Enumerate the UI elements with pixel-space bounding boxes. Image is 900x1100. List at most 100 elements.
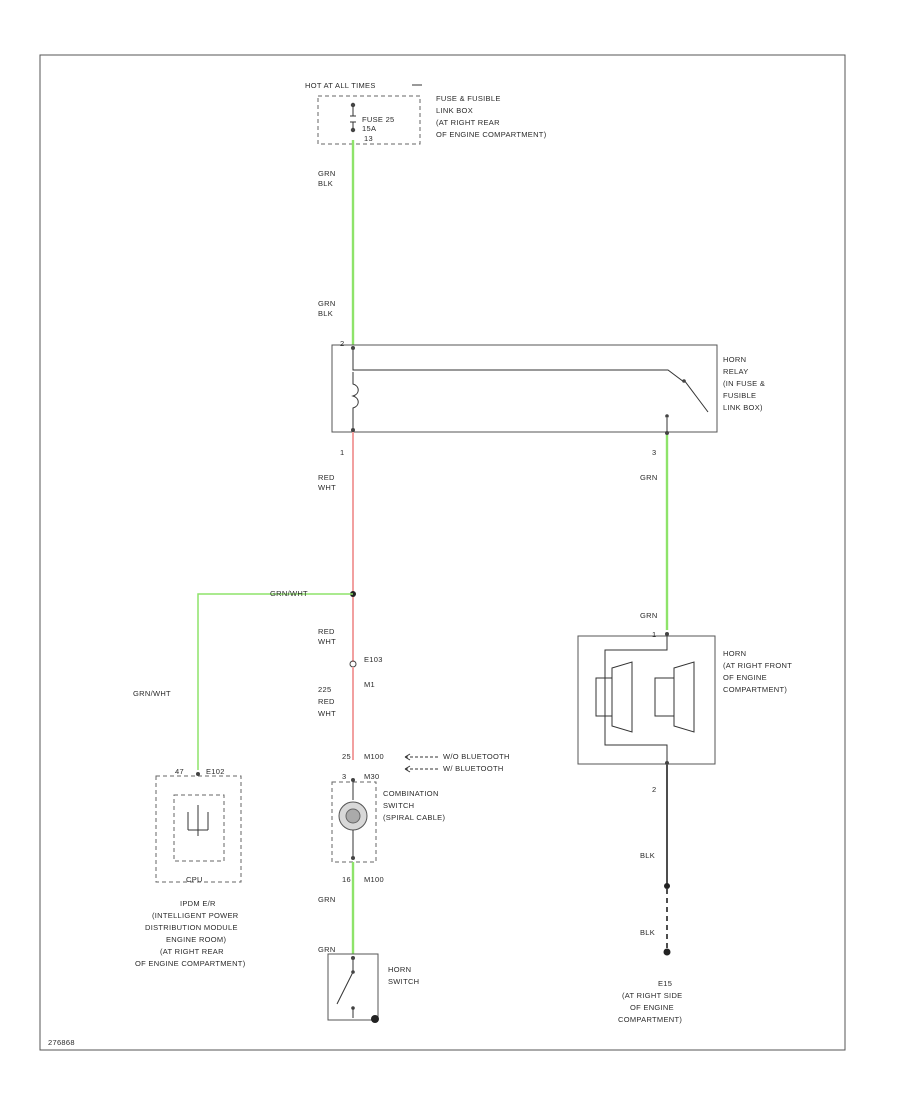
bt-without: W/O BLUETOOTH — [443, 752, 510, 761]
relay-label-5: LINK BOX) — [723, 403, 763, 412]
arrow-w-bt-head — [404, 765, 411, 773]
wire-label-red-1: RED — [318, 473, 335, 482]
fuse-amps: 15A — [362, 124, 376, 133]
fuse-bottom-terminal — [350, 127, 356, 133]
spiral-cable-core — [345, 808, 361, 824]
horn-relay-box — [331, 344, 718, 433]
ipdm-label-4: ENGINE ROOM) — [166, 935, 226, 944]
wire-label-grn-horn: GRN — [640, 611, 658, 620]
fusebox-loc-1: FUSE & FUSIBLE — [436, 94, 501, 103]
horn-switch-pivot — [351, 970, 355, 974]
horn-pin-2-terminal — [665, 761, 669, 765]
combo-terminal-top — [351, 778, 355, 782]
ground-joint — [664, 883, 670, 889]
combo-label-1: COMBINATION — [383, 789, 439, 798]
combo-label-2: SWITCH — [383, 801, 414, 810]
ipdm-terminal — [196, 772, 200, 776]
diagram-code: 276868 — [48, 1038, 75, 1047]
horn-label-4: COMPARTMENT) — [723, 685, 787, 694]
wire-label-grn-2: GRN — [318, 299, 336, 308]
ground-label-4: COMPARTMENT) — [618, 1015, 682, 1024]
bt-with: W/ BLUETOOTH — [443, 764, 504, 773]
wire-label-wht-1: WHT — [318, 483, 336, 492]
horn-speaker-1 — [611, 661, 633, 733]
horn-pin-1: 1 — [652, 630, 656, 639]
horn-switch-label-1: HORN — [388, 965, 411, 974]
fusebox-loc-3: (AT RIGHT REAR — [436, 118, 500, 127]
joint-m1: M1 — [364, 680, 375, 689]
horn-label-3: OF ENGINE — [723, 673, 767, 682]
ipdm-label-2: (INTELLIGENT POWER — [152, 911, 239, 920]
combo-pin-b: 3 — [342, 772, 346, 781]
horn-speaker-1-base — [595, 677, 613, 717]
fuse-symbol — [350, 107, 356, 130]
combo-pin-c: 16 — [342, 875, 351, 884]
combo-conn-b: M30 — [364, 772, 380, 781]
fuse-top-terminal — [350, 102, 356, 108]
ipdm-pin: 47 — [175, 767, 184, 776]
relay-contact — [665, 414, 669, 418]
ground-label-3: OF ENGINE — [630, 1003, 674, 1012]
relay-pin-1: 1 — [340, 448, 344, 457]
horn-speaker-2-base — [654, 677, 675, 717]
relay-coil — [351, 372, 359, 428]
ipdm-label-3: DISTRIBUTION MODULE — [145, 923, 238, 932]
ipdm-inner-box — [173, 794, 225, 862]
wire-label-blk-1: BLK — [318, 179, 333, 188]
wire-label-grn-wht-h: GRN/WHT — [270, 589, 308, 598]
wire-label-grn-wht-v: GRN/WHT — [133, 689, 171, 698]
relay-label-4: FUSIBLE — [723, 391, 756, 400]
horn-label-1: HORN — [723, 649, 746, 658]
ground-label-1: E15 — [658, 979, 672, 988]
fuse-pin: 13 — [364, 134, 373, 143]
joint-e103: E103 — [364, 655, 383, 664]
horn-internal-loop — [604, 636, 668, 762]
combination-switch-box — [331, 781, 377, 863]
ipdm-conn: E102 — [206, 767, 225, 776]
wire-label-blk-2: BLK — [640, 928, 655, 937]
wire-grn-wht — [197, 593, 353, 770]
horn-box — [577, 635, 716, 765]
relay-pin-1-terminal — [351, 428, 355, 432]
relay-label-2: RELAY — [723, 367, 749, 376]
fuse-box-outline — [317, 95, 421, 145]
relay-pin-2-terminal — [351, 346, 355, 350]
wire-label-red-2: RED — [318, 627, 335, 636]
ipdm-label-6: OF ENGINE COMPARTMENT) — [135, 959, 246, 968]
arrow-wo-bt-head — [404, 753, 411, 761]
horn-switch-box — [327, 953, 379, 1021]
fusebox-loc-4: OF ENGINE COMPARTMENT) — [436, 130, 547, 139]
ipdm-cpu-symbol — [187, 805, 209, 836]
horn-switch-top — [351, 956, 355, 960]
relay-pin-2: 2 — [340, 339, 344, 348]
wire-label-blk-2: BLK — [318, 309, 333, 318]
diagram-frame — [39, 54, 846, 1051]
ground-label-2: (AT RIGHT SIDE — [622, 991, 682, 1000]
combo-label-3: (SPIRAL CABLE) — [383, 813, 445, 822]
wire-label-grn-relay: GRN — [640, 473, 658, 482]
relay-contact-path — [352, 350, 685, 383]
ipdm-box — [155, 775, 242, 883]
combo-terminal-bottom — [351, 856, 355, 860]
fuse-label: FUSE 25 — [362, 115, 395, 124]
relay-label-3: (IN FUSE & — [723, 379, 765, 388]
relay-pin-3: 3 — [652, 448, 656, 457]
horn-pin-2: 2 — [652, 785, 656, 794]
combo-conn-c: M100 — [364, 875, 384, 884]
hot-at-all-times-label: HOT AT ALL TIMES — [305, 81, 376, 90]
wire-label-wht-2: WHT — [318, 637, 336, 646]
relay-label-1: HORN — [723, 355, 746, 364]
wire-225: 225 — [318, 685, 331, 694]
horn-switch-label-2: SWITCH — [388, 977, 419, 986]
wire-label-grn-1: GRN — [318, 169, 336, 178]
ground-point — [663, 948, 671, 956]
wire-label-red-3: RED — [318, 697, 335, 706]
horn-speaker-2 — [673, 661, 695, 733]
ipdm-cpu: CPU — [186, 875, 203, 884]
ipdm-label-5: (AT RIGHT REAR — [160, 947, 224, 956]
relay-switch-arm — [683, 379, 709, 413]
fusebox-loc-2: LINK BOX — [436, 106, 473, 115]
ipdm-label-1: IPDM E/R — [180, 899, 216, 908]
wire-label-wht-3: WHT — [318, 709, 336, 718]
